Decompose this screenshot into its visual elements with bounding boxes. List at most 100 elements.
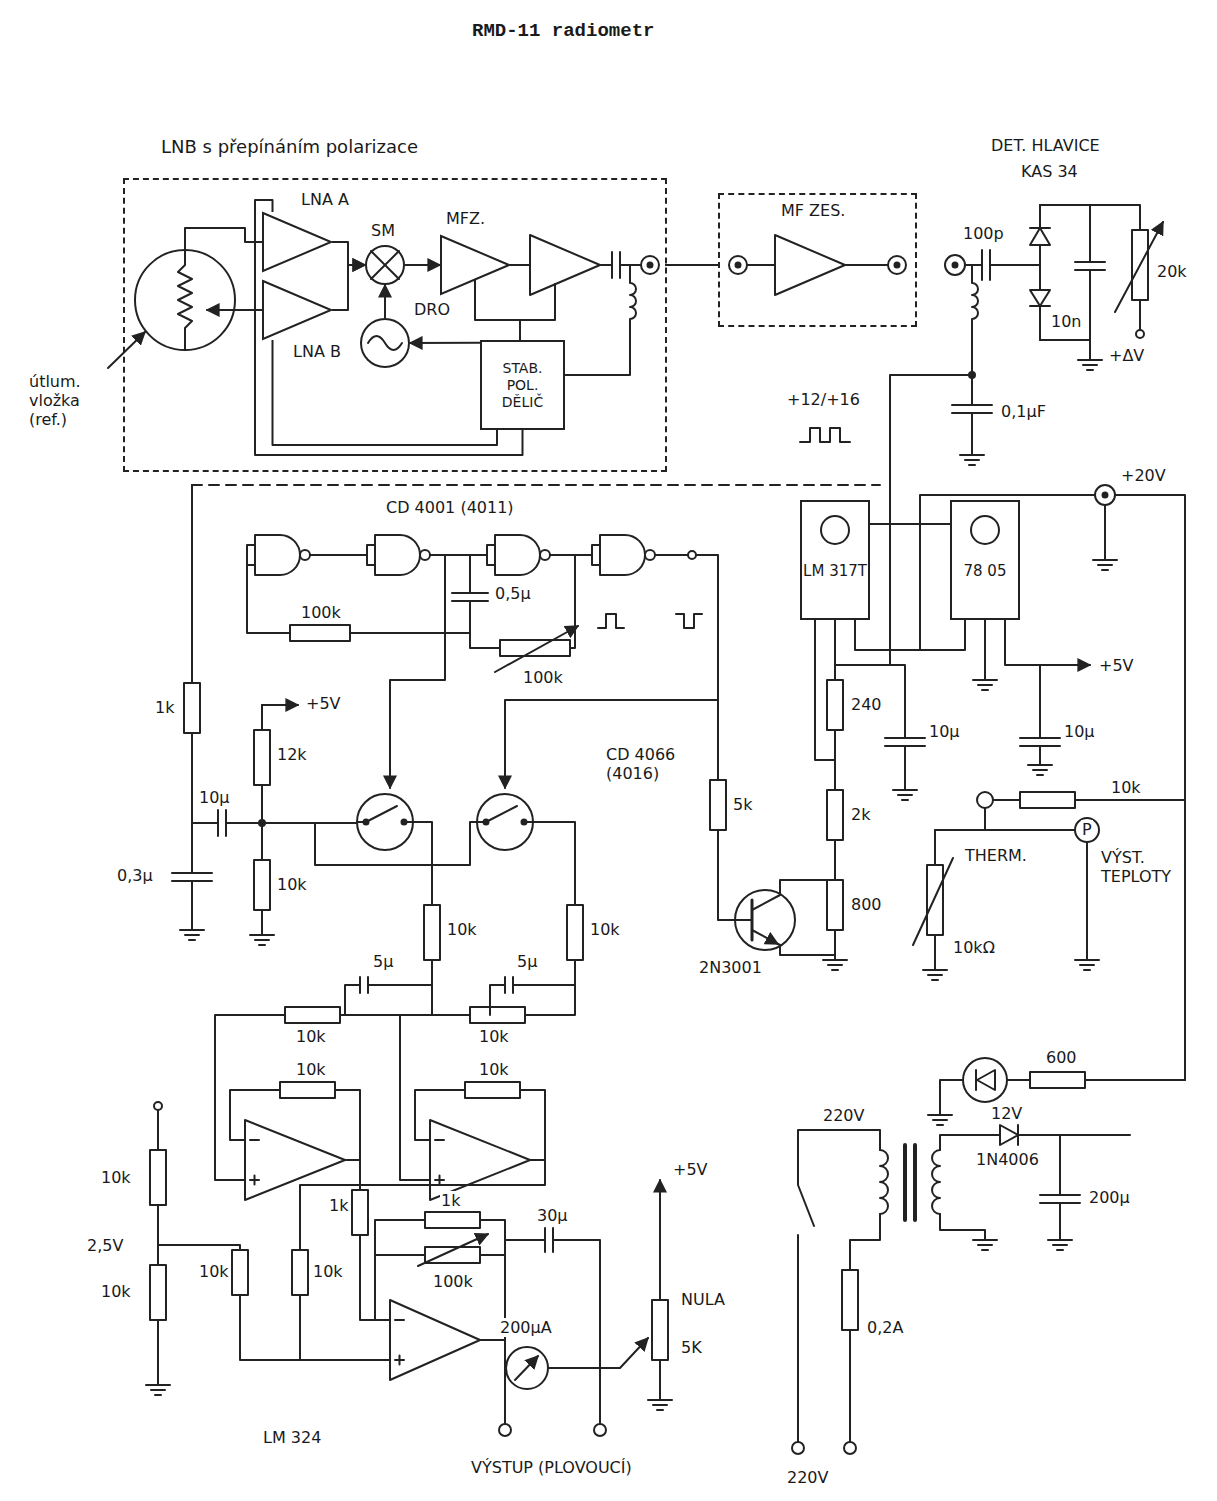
component-label: útlum. vložka (ref.) — [28, 372, 108, 429]
component-label: 30µ — [536, 1206, 569, 1225]
circle-outline — [505, 1346, 549, 1390]
node-text: LNA B — [292, 342, 342, 361]
component-label: 10n — [1050, 312, 1083, 331]
component-label: 800 — [850, 895, 883, 914]
component-label: 0,2A — [866, 1318, 904, 1337]
amplifier-triangle: MFZ. — [440, 235, 510, 295]
component-label: 10k — [478, 1060, 510, 1079]
component-label: +ΔV — [1108, 346, 1145, 365]
dashed-module: LNB s přepínáním polarizaceLNA ALNA BSMM… — [125, 180, 665, 470]
node-text: LNA A — [300, 190, 350, 209]
component-label: LM 324 — [262, 1428, 322, 1447]
connector-wire — [870, 523, 950, 525]
node-text: STAB. POL. DĚLIČ — [486, 360, 559, 411]
connector-wire — [405, 264, 440, 266]
component-label: THERM. — [964, 846, 1028, 865]
block-box: STAB. POL. DĚLIČ — [480, 340, 565, 430]
triangle-shape — [263, 213, 331, 271]
component-label: 10µ — [198, 788, 231, 807]
component-label: 200µ — [1088, 1188, 1131, 1207]
component-label: 10k — [100, 1282, 132, 1301]
node-text: LM 317T — [802, 562, 868, 580]
circle-shape — [361, 319, 409, 367]
component-label: P — [1081, 820, 1093, 839]
component-label: DET. HLAVICE — [990, 136, 1101, 155]
component-label: 2k — [850, 805, 871, 824]
component-label: +20V — [1120, 466, 1167, 485]
triangle-shape — [441, 236, 509, 294]
component-label: 2,5V — [86, 1236, 124, 1255]
component-label: KAS 34 — [1020, 162, 1079, 181]
component-label: 5k — [732, 795, 753, 814]
component-label: 10k — [295, 1060, 327, 1079]
component-label: 1N4006 — [975, 1150, 1040, 1169]
component-label: 10k — [295, 1027, 327, 1046]
node-text: MF ZES. — [780, 201, 846, 220]
dashed-module: MF ZES. — [720, 195, 915, 325]
component-label: CD 4066 (4016) — [605, 745, 702, 783]
triangle-outline — [440, 235, 510, 295]
component-label: 10kΩ — [952, 938, 996, 957]
node-text: MFZ. — [445, 209, 486, 228]
component-label: 5K — [680, 1338, 703, 1357]
regulator-ic: 78 05 — [950, 500, 1020, 620]
component-label: 10k — [100, 1168, 132, 1187]
component-label: CD 4001 (4011) — [385, 498, 515, 517]
component-label: VÝST. TEPLOTY — [1100, 848, 1182, 886]
component-label: 12k — [276, 745, 308, 764]
component-label: 10k — [1110, 778, 1142, 797]
component-label: 10k — [478, 1027, 510, 1046]
component-label: +5V — [1098, 656, 1135, 675]
diagram-title: RMD-11 radiometr — [470, 20, 656, 42]
component-label: 100p — [962, 224, 1005, 243]
component-label: 600 — [1045, 1048, 1078, 1067]
component-label: 240 — [850, 695, 883, 714]
component-label: NULA — [680, 1290, 726, 1309]
component-label: 0,3µ — [116, 866, 154, 885]
connector-wire — [332, 265, 365, 310]
component-label: 0,1µF — [1000, 402, 1047, 421]
connector-wire — [255, 200, 523, 455]
component-label: 1k — [440, 1191, 461, 1210]
component-label: 12V — [990, 1104, 1023, 1123]
component-label: 10k — [312, 1262, 344, 1281]
circle-outline — [360, 318, 410, 368]
component-label: 100k — [432, 1272, 474, 1291]
component-label: VÝSTUP (PLOVOUCÍ) — [470, 1458, 633, 1477]
amplifier-triangle: LNA B — [262, 280, 332, 340]
component-label: 5µ — [372, 952, 394, 971]
connector-wire — [665, 264, 720, 266]
triangle-shape — [263, 281, 331, 339]
component-label: 100k — [300, 603, 342, 622]
node-text: LNB s přepínáním polarizace — [160, 136, 419, 158]
component-label: 2N3001 — [698, 958, 763, 977]
component-label: 5µ — [516, 952, 538, 971]
circle-symbol: SM — [365, 245, 405, 285]
circle-shape — [506, 1347, 548, 1389]
component-label: 220V — [786, 1468, 829, 1487]
node-text: 78 05 — [952, 562, 1018, 580]
component-label: 10k — [198, 1262, 230, 1281]
component-label: 1k — [328, 1196, 349, 1215]
circle-shape — [366, 246, 404, 284]
triangle-outline — [262, 280, 332, 340]
circle-outline — [365, 245, 405, 285]
triangle-outline — [262, 212, 332, 272]
connector-wire — [332, 242, 365, 265]
component-label: 10k — [276, 875, 308, 894]
component-label: 0,5µ — [494, 584, 532, 603]
connector-wire — [410, 342, 480, 344]
component-label: +12/+16 — [786, 390, 861, 409]
regulator-ic: LM 317T — [800, 500, 870, 620]
component-label: 10µ — [928, 722, 961, 741]
component-label: 10k — [446, 920, 478, 939]
component-label: 1k — [154, 698, 175, 717]
node-text: SM — [370, 221, 396, 240]
component-label: 220V — [822, 1106, 865, 1125]
circle-symbol: DRO — [360, 318, 410, 368]
component-label: 20k — [1156, 262, 1188, 281]
component-label: 100k — [522, 668, 564, 687]
connector-wire — [384, 285, 386, 318]
component-label: 10k — [589, 920, 621, 939]
circle-symbol: 200µA — [505, 1346, 549, 1390]
